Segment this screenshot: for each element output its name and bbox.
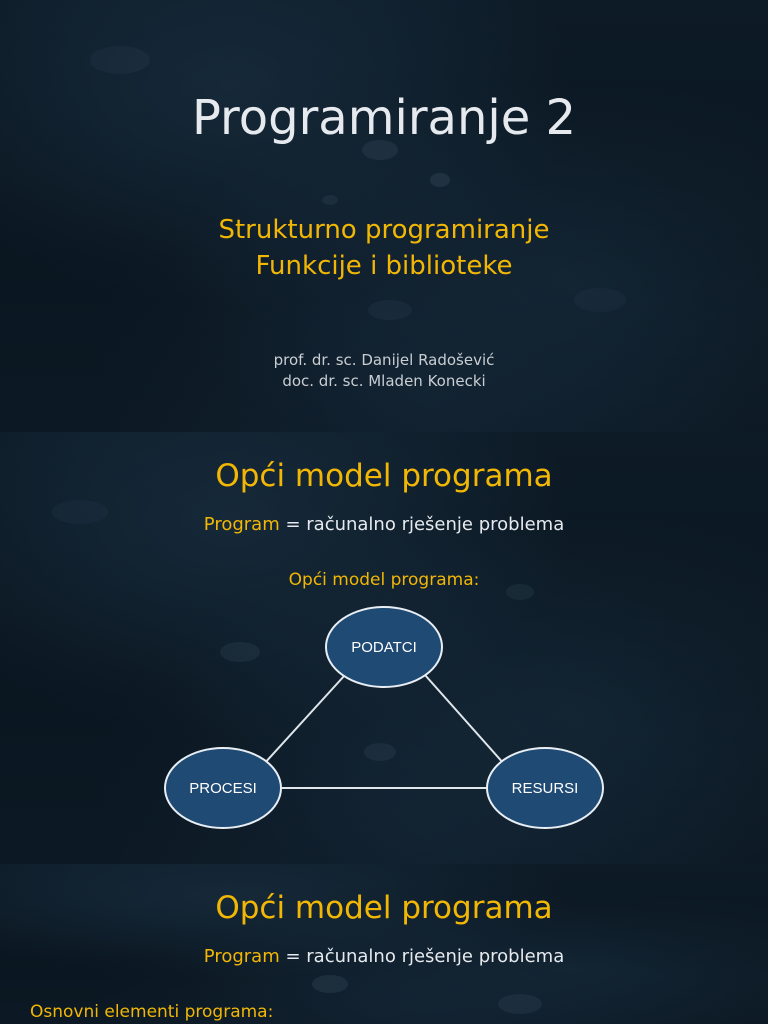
title-slide: Programiranje 2 Strukturno programiranje… [0,0,768,432]
program-definition: Program = računalno rješenje problema [0,514,768,535]
model-diagram: PODATCI PROCESI RESURSI [164,606,604,829]
background-texture [312,975,542,1014]
slide-heading: Opći model programa [215,458,553,494]
elements-slide: Opći model programa Program = računalno … [0,864,768,1024]
slide-heading: Opći model programa [215,890,553,926]
subtitle: Strukturno programiranje Funkcije i bibl… [0,212,768,284]
model-slide: Opći model programa Program = računalno … [0,432,768,864]
edge-podatci-procesi [262,674,346,766]
node-resursi-label: RESURSI [512,780,579,797]
author-1: prof. dr. sc. Danijel Radošević [273,351,495,369]
node-podatci-label: PODATCI [351,639,417,656]
authors: prof. dr. sc. Danijel Radošević doc. dr.… [0,350,768,392]
presentation-title: Programiranje 2 [191,90,577,146]
author-2: doc. dr. sc. Mladen Konecki [282,372,486,390]
node-podatci: PODATCI [325,606,443,688]
program-definition: Program = računalno rješenje problema [0,946,768,967]
definition-term: Program [203,946,280,967]
subtitle-line-1: Strukturno programiranje [218,215,550,245]
diagram-label: Opći model programa: [288,570,480,590]
node-procesi-label: PROCESI [189,780,257,797]
node-resursi: RESURSI [486,747,604,829]
definition-text: = računalno rješenje problema [279,946,565,967]
elements-label: Osnovni elementi programa: [30,1002,274,1022]
definition-text: = računalno rješenje problema [279,514,565,535]
node-procesi: PROCESI [164,747,282,829]
edge-podatci-resursi [424,674,506,766]
subtitle-line-2: Funkcije i biblioteke [255,251,513,281]
definition-term: Program [203,514,280,535]
